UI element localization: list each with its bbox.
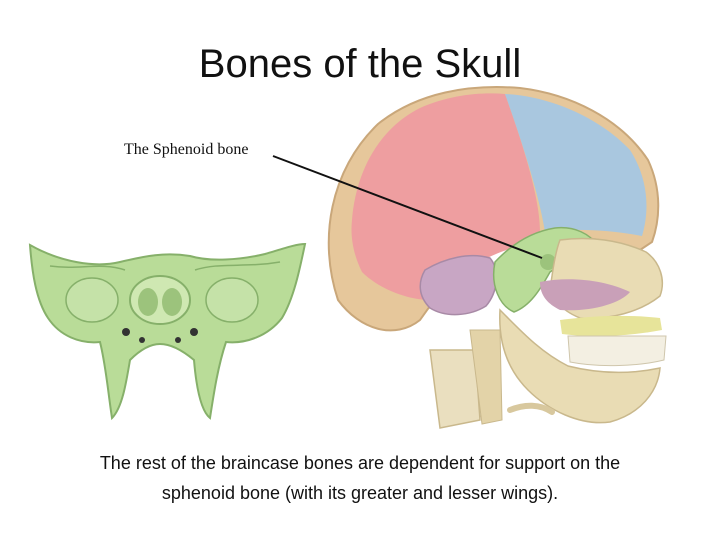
label-leader-line (272, 155, 543, 259)
slide-title: Bones of the Skull (198, 42, 522, 86)
caption-line-2: sphenoid bone (with its greater and less… (161, 483, 559, 503)
skull-sagittal-section (327, 86, 667, 429)
caption-line-1: The rest of the braincase bones are depe… (99, 453, 621, 473)
slide-caption: The rest of the braincase bones are depe… (60, 448, 660, 508)
sphenoid-label: The Sphenoid bone (124, 141, 249, 158)
sphenoid-bone-isolated (28, 242, 307, 421)
